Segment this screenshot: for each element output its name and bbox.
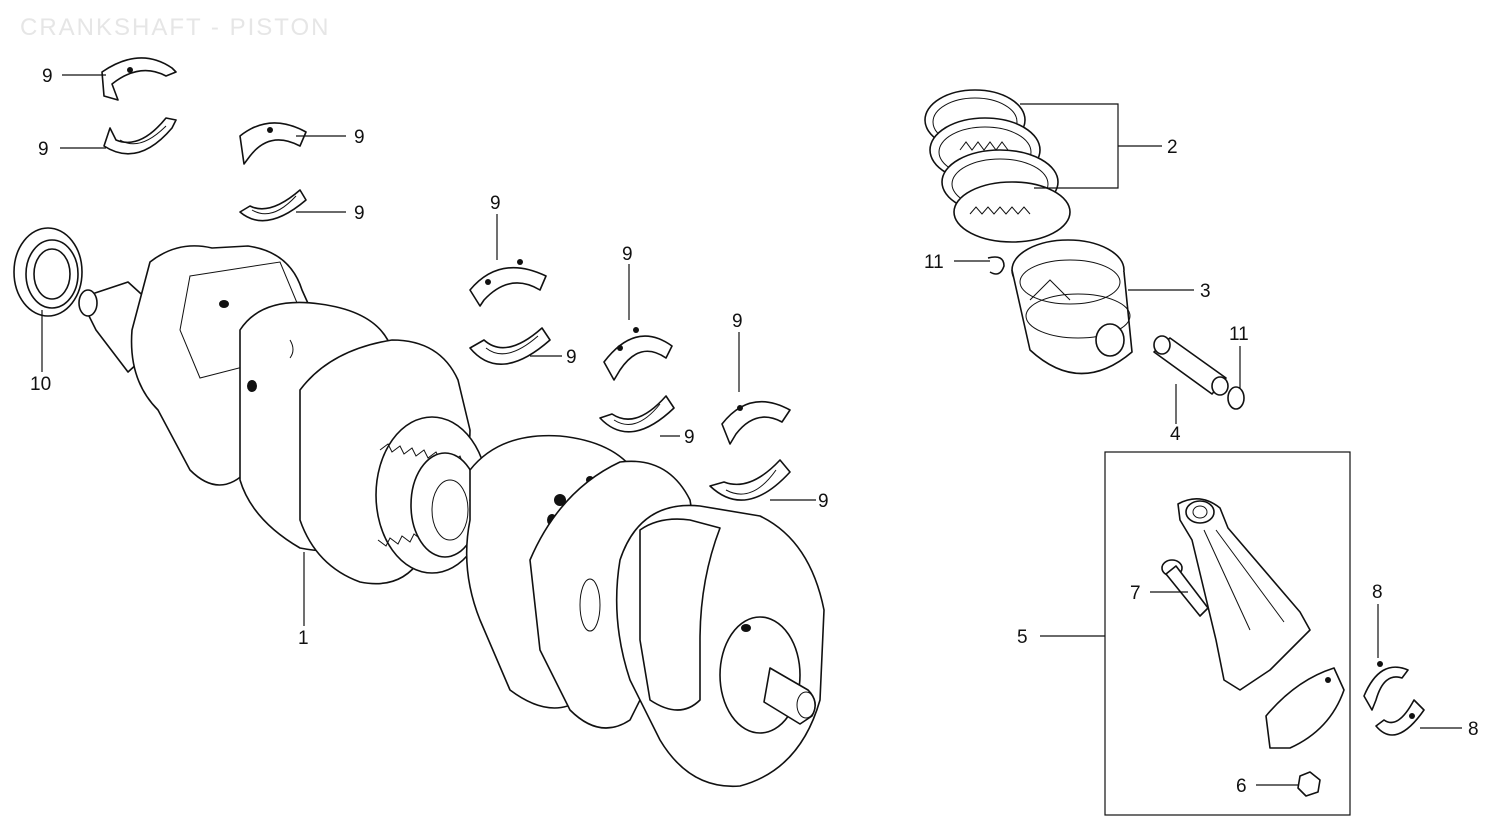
callout-5-connecting-rod: 5 bbox=[1017, 627, 1028, 648]
callout-7-rod-bolt: 7 bbox=[1130, 583, 1141, 604]
piston-pin-clips bbox=[987, 256, 1245, 410]
rod-bearings bbox=[1363, 661, 1425, 736]
leader-lines bbox=[41, 74, 1462, 786]
callout-9-bearing-b: 9 bbox=[38, 139, 49, 160]
oil-seal bbox=[13, 227, 83, 317]
connecting-rod-box bbox=[1104, 451, 1351, 816]
callout-9-bearing-f: 9 bbox=[566, 347, 577, 368]
callout-9-bearing-j: 9 bbox=[818, 491, 829, 512]
callout-6-rod-nut: 6 bbox=[1236, 776, 1247, 797]
callout-9-bearing-h: 9 bbox=[684, 427, 695, 448]
callout-4-piston-pin: 4 bbox=[1170, 424, 1181, 445]
piston bbox=[1011, 239, 1133, 375]
callout-11-clip-b: 11 bbox=[1229, 324, 1249, 345]
connecting-rod bbox=[1177, 498, 1311, 691]
callout-8-rod-bearing-b: 8 bbox=[1468, 719, 1479, 740]
bearing-shells bbox=[101, 57, 791, 501]
crankshaft bbox=[78, 245, 825, 788]
callout-9-bearing-a: 9 bbox=[42, 66, 53, 87]
rod-nut bbox=[1297, 771, 1321, 797]
callout-9-bearing-e: 9 bbox=[490, 193, 501, 214]
callout-labels: 9 9 9 9 9 9 9 9 9 9 10 1 2 3 11 11 4 5 7… bbox=[30, 66, 1479, 797]
callout-11-clip-a: 11 bbox=[924, 252, 944, 273]
callout-9-bearing-i: 9 bbox=[732, 311, 743, 332]
callout-1-crankshaft: 1 bbox=[298, 628, 309, 649]
piston-rings bbox=[924, 89, 1071, 243]
callout-9-bearing-g: 9 bbox=[622, 244, 633, 265]
piston-pin bbox=[1153, 335, 1229, 396]
callout-9-bearing-c: 9 bbox=[354, 127, 365, 148]
callout-8-rod-bearing-a: 8 bbox=[1372, 582, 1383, 603]
callout-10-oil-seal: 10 bbox=[30, 374, 51, 395]
rod-bolt bbox=[1161, 559, 1209, 617]
diagram-title: CRANKSHAFT - PISTON bbox=[20, 14, 331, 41]
rod-cap bbox=[1265, 667, 1345, 749]
callout-9-bearing-d: 9 bbox=[354, 203, 365, 224]
callout-2-piston-rings: 2 bbox=[1167, 137, 1178, 158]
callout-3-piston: 3 bbox=[1200, 281, 1211, 302]
